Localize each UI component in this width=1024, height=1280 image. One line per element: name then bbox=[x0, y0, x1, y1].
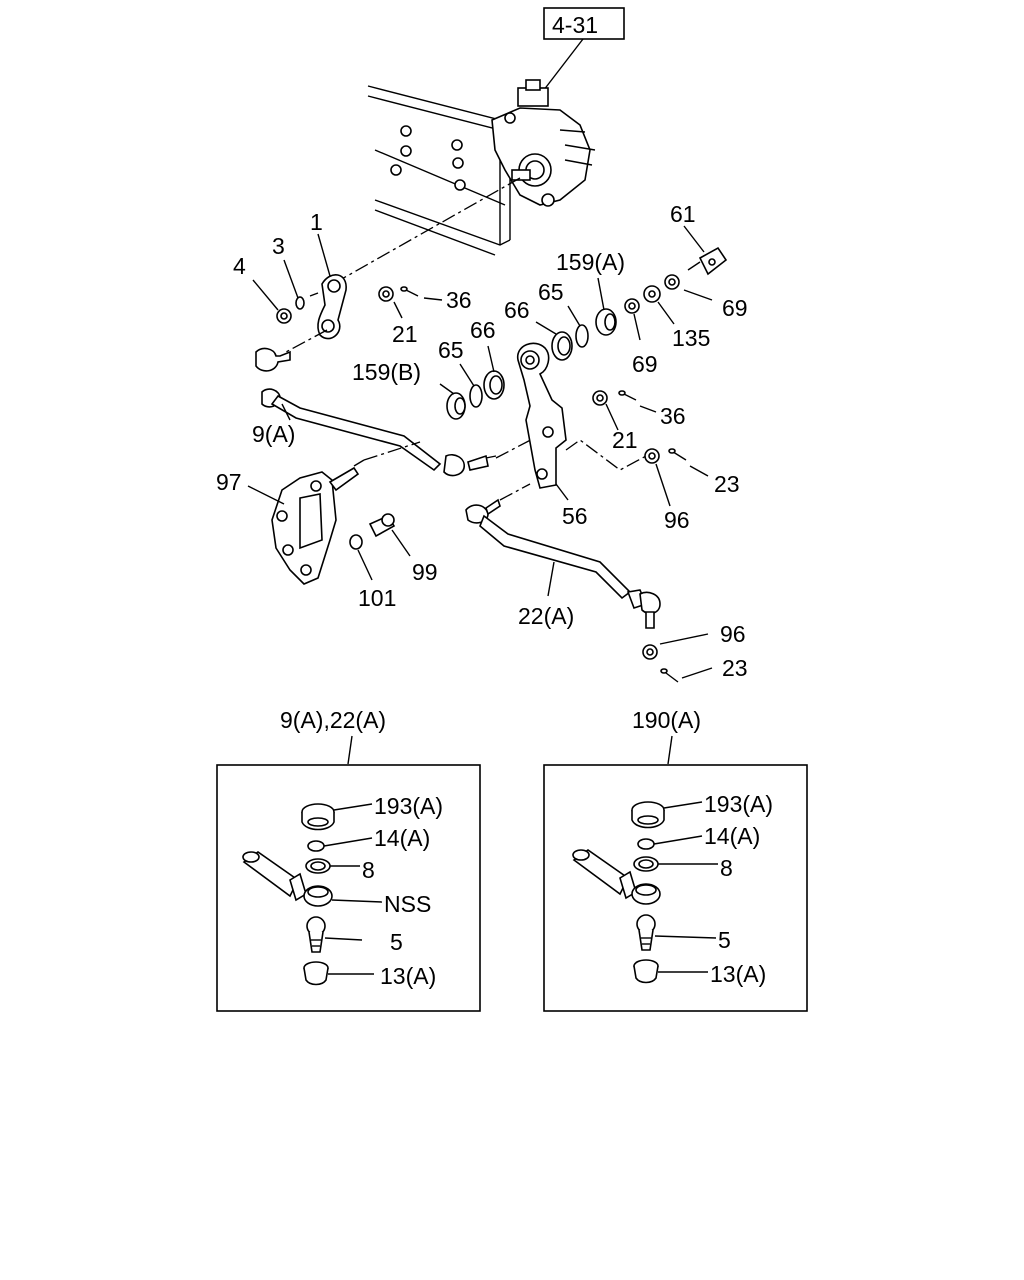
inset-right-item-8: 8 bbox=[720, 855, 733, 881]
label-96b: 96 bbox=[720, 621, 746, 647]
label-23b: 23 bbox=[722, 655, 748, 681]
label-36a: 36 bbox=[446, 287, 472, 313]
tie-rod-22a[interactable] bbox=[465, 498, 661, 629]
label-21a: 21 bbox=[392, 321, 418, 347]
cap-13a-right[interactable] bbox=[633, 959, 659, 984]
label-99: 99 bbox=[412, 559, 438, 585]
bracket-97[interactable] bbox=[271, 459, 365, 585]
cotter-pin-23a[interactable] bbox=[668, 448, 687, 461]
nut-69b[interactable] bbox=[624, 298, 640, 314]
label-159a: 159(A) bbox=[556, 249, 625, 275]
nut-4[interactable] bbox=[276, 308, 292, 324]
nut-96a[interactable] bbox=[644, 448, 660, 464]
inset-left-item-5: 5 bbox=[390, 929, 403, 955]
inset-left-item-8: 8 bbox=[362, 857, 375, 883]
bearing-66b[interactable] bbox=[551, 331, 573, 361]
inset-left-item-13a: 13(A) bbox=[380, 963, 436, 989]
ball-stud-5-right[interactable] bbox=[636, 914, 656, 951]
inset-right-item-13a: 13(A) bbox=[710, 961, 766, 987]
label-9a: 9(A) bbox=[252, 421, 295, 447]
seal-14a[interactable] bbox=[307, 840, 325, 852]
cotter-pin-23b[interactable] bbox=[660, 668, 679, 683]
idler-arm-56[interactable] bbox=[517, 342, 567, 489]
bushing-159a[interactable] bbox=[595, 308, 617, 336]
cotter-pin-36b[interactable] bbox=[618, 390, 637, 401]
leader-lines bbox=[247, 225, 713, 679]
inset-left-item-14a: 14(A) bbox=[374, 825, 430, 851]
steering-gear-box[interactable] bbox=[491, 79, 596, 207]
snap-ring-3[interactable] bbox=[295, 296, 305, 310]
washer-101[interactable] bbox=[349, 534, 363, 550]
ring-8[interactable] bbox=[305, 858, 331, 874]
label-21b: 21 bbox=[612, 427, 638, 453]
inset-right-item-14a: 14(A) bbox=[704, 823, 760, 849]
oring-65a[interactable] bbox=[469, 384, 483, 408]
inset-right: 190(A) bbox=[543, 707, 808, 1012]
dust-cover-193a[interactable] bbox=[301, 803, 335, 831]
label-135: 135 bbox=[672, 325, 710, 351]
label-61: 61 bbox=[670, 201, 696, 227]
label-65b: 65 bbox=[538, 279, 564, 305]
ball-socket-right[interactable] bbox=[572, 849, 661, 905]
bushing-159b[interactable] bbox=[446, 392, 466, 420]
drag-link-9a[interactable] bbox=[255, 347, 497, 477]
seal-14a-right[interactable] bbox=[637, 838, 655, 850]
label-159b: 159(B) bbox=[352, 359, 421, 385]
bolt-99[interactable] bbox=[368, 513, 396, 538]
inset-left-item-193a: 193(A) bbox=[374, 793, 443, 819]
reference-box[interactable]: 4-31 bbox=[543, 7, 625, 40]
nut-96b[interactable] bbox=[642, 644, 658, 660]
reference-box-label: 4-31 bbox=[552, 12, 598, 38]
label-66a: 66 bbox=[470, 317, 496, 343]
label-3: 3 bbox=[272, 233, 285, 259]
label-96a: 96 bbox=[664, 507, 690, 533]
cotter-pin-36a[interactable] bbox=[400, 286, 419, 297]
label-65a: 65 bbox=[438, 337, 464, 363]
inset-left-title: 9(A),22(A) bbox=[280, 707, 386, 733]
ball-socket-nss[interactable] bbox=[242, 851, 333, 907]
lock-washer-135[interactable] bbox=[643, 285, 661, 303]
label-69a: 69 bbox=[722, 295, 748, 321]
label-66b: 66 bbox=[504, 297, 530, 323]
nut-21b[interactable] bbox=[592, 390, 608, 406]
label-22a: 22(A) bbox=[518, 603, 574, 629]
label-4: 4 bbox=[233, 253, 246, 279]
label-56: 56 bbox=[562, 503, 588, 529]
oring-65b[interactable] bbox=[575, 324, 589, 348]
frame-rail bbox=[367, 85, 515, 256]
pitman-arm[interactable] bbox=[317, 274, 347, 340]
inset-right-title: 190(A) bbox=[632, 707, 701, 733]
inset-right-item-193a: 193(A) bbox=[704, 791, 773, 817]
label-69b: 69 bbox=[632, 351, 658, 377]
bolt-61[interactable] bbox=[687, 246, 728, 276]
label-97: 97 bbox=[216, 469, 242, 495]
label-101: 101 bbox=[358, 585, 396, 611]
part-labels: 1 3 4 21 36 9(A) 159(B) 65 66 66 65 159(… bbox=[216, 201, 748, 681]
label-36b: 36 bbox=[660, 403, 686, 429]
label-1: 1 bbox=[310, 209, 323, 235]
inset-left: 9(A),22(A) bbox=[216, 707, 481, 1012]
cap-13a[interactable] bbox=[303, 961, 329, 986]
ball-stud-5[interactable] bbox=[306, 916, 326, 953]
ring-8-right[interactable] bbox=[633, 856, 659, 872]
nut-69a[interactable] bbox=[664, 274, 680, 290]
inset-left-item-nss: NSS bbox=[384, 891, 431, 917]
inset-right-item-5: 5 bbox=[718, 927, 731, 953]
label-23a: 23 bbox=[714, 471, 740, 497]
dust-cover-193a-right[interactable] bbox=[631, 801, 665, 829]
nut-21a[interactable] bbox=[378, 286, 394, 302]
bearing-66a[interactable] bbox=[483, 370, 505, 400]
